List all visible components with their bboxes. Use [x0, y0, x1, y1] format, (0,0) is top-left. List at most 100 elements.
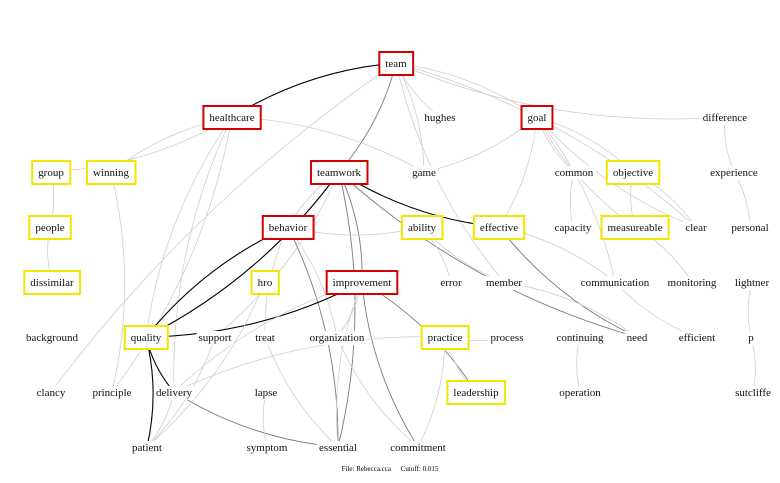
node-box-behavior [261, 215, 315, 240]
node-clancy: clancy [34, 386, 68, 400]
edge-practice-delivery [173, 336, 446, 393]
node-box-ability [400, 215, 444, 240]
node-label-lapse: lapse [255, 387, 278, 399]
node-continuing: continuing [554, 331, 607, 345]
node-sutcliffe: sutcliffe [733, 386, 774, 400]
edge-organization-commitment [336, 336, 419, 448]
node-dissimilar: dissimilar [23, 270, 82, 295]
node-healthcare: healthcare [202, 105, 262, 130]
node-winning: winning [85, 160, 137, 185]
node-box-winning [85, 160, 137, 185]
node-lightner: lightner [732, 276, 772, 290]
node-bg-lightner [732, 276, 772, 290]
node-label-difference: difference [703, 112, 747, 124]
node-label-capacity: capacity [555, 222, 592, 234]
footer: File: Rebecca.cca Cutoff: 0.015 [0, 465, 780, 473]
node-label-behavior: behavior [269, 222, 308, 234]
node-box-measureable [600, 215, 670, 240]
node-box-objective [605, 160, 661, 185]
node-hro: hro [250, 270, 280, 295]
node-behavior: behavior [261, 215, 315, 240]
node-bg-hughes [422, 111, 458, 125]
edge-difference-experience [724, 116, 735, 173]
node-capacity: capacity [552, 221, 594, 235]
node-bg-p [746, 331, 757, 345]
node-lapse: lapse [252, 386, 280, 400]
node-label-dissimilar: dissimilar [30, 277, 74, 289]
node-box-practice [420, 325, 470, 350]
node-support: support [196, 331, 234, 345]
edge-experience-personal [733, 171, 751, 228]
node-bg-monitoring [665, 276, 719, 290]
node-communication: communication [578, 276, 652, 290]
node-box-healthcare [202, 105, 262, 130]
node-practice: practice [420, 325, 470, 350]
node-label-principle: principle [92, 387, 131, 399]
node-box-leadership [446, 380, 507, 405]
node-personal: personal [729, 221, 771, 235]
node-label-clear: clear [685, 222, 707, 234]
edge-winning-principle [110, 171, 126, 393]
node-label-group: group [38, 167, 64, 179]
node-box-people [28, 215, 72, 240]
edge-hro-patient [146, 281, 266, 448]
node-bg-personal [729, 221, 771, 235]
node-label-monitoring: monitoring [668, 277, 717, 289]
node-label-efficient: efficient [679, 332, 715, 344]
node-bg-operation [557, 386, 604, 400]
node-label-operation: operation [559, 387, 601, 399]
node-operation: operation [557, 386, 604, 400]
node-label-lightner: lightner [735, 277, 770, 289]
node-label-essential: essential [319, 442, 357, 454]
node-label-commitment: commitment [390, 442, 446, 454]
node-bg-capacity [552, 221, 594, 235]
node-label-delivery: delivery [156, 387, 193, 399]
node-bg-principle [90, 386, 134, 400]
node-label-patient: patient [132, 442, 162, 454]
edge-goal-effective [498, 116, 538, 228]
node-label-process: process [491, 332, 524, 344]
node-hughes: hughes [422, 111, 458, 125]
node-group: group [31, 160, 72, 185]
node-need: need [624, 331, 650, 345]
node-label-hughes: hughes [424, 112, 455, 124]
node-bg-error [438, 276, 465, 290]
edge-healthcare-quality [145, 116, 233, 338]
node-bg-delivery [153, 386, 195, 400]
node-principle: principle [90, 386, 134, 400]
edge-goal-game [423, 116, 538, 173]
node-commitment: commitment [388, 441, 448, 455]
edge-teamwork-support [214, 171, 340, 338]
node-team: team [378, 51, 415, 76]
edge-common-capacity [569, 171, 575, 228]
node-p: p [746, 331, 757, 345]
node-box-dissimilar [23, 270, 82, 295]
node-bg-background [24, 331, 81, 345]
node-label-error: error [440, 277, 462, 289]
node-label-measureable: measureable [608, 222, 663, 234]
node-bg-common [552, 166, 596, 180]
node-label-continuing: continuing [556, 332, 604, 344]
node-bg-commitment [388, 441, 448, 455]
node-bg-essential [317, 441, 359, 455]
node-bg-treat [253, 331, 277, 345]
edge-healthcare-principle [111, 116, 233, 393]
edge-team-clancy [50, 62, 397, 393]
edge-team-teamwork [338, 62, 397, 173]
node-label-team: team [385, 58, 407, 70]
node-box-group [31, 160, 72, 185]
edge-member-need [503, 281, 638, 338]
node-label-common: common [555, 167, 594, 179]
node-bg-sutcliffe [733, 386, 774, 400]
node-bg-patient [130, 441, 164, 455]
node-bg-experience [708, 166, 760, 180]
edge-teamwork-need [338, 171, 638, 338]
node-label-p: p [748, 332, 754, 344]
node-member: member [483, 276, 525, 290]
node-experience: experience [708, 166, 760, 180]
node-box-effective [472, 215, 526, 240]
edge-lightner-p [747, 281, 753, 338]
edge-practice-commitment [417, 336, 446, 448]
edge-p-sutcliffe [750, 336, 756, 393]
node-process: process [488, 331, 526, 345]
